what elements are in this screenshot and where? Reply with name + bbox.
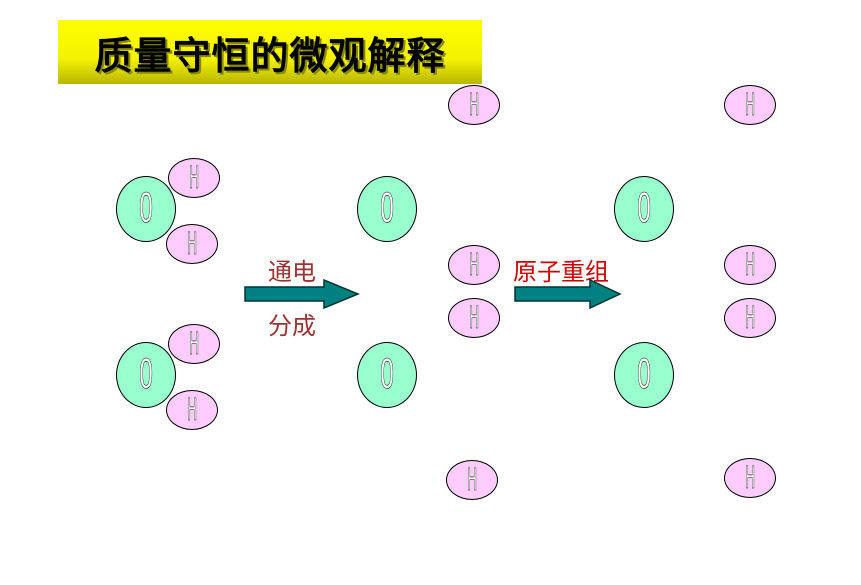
oxygen-atom: O [357,176,417,242]
step1-label-top: 通电 [268,258,316,286]
hydrogen-atom: H [166,224,218,264]
hydrogen-atom: H [448,298,500,338]
oxygen-atom: O [614,176,674,242]
title-banner: 质量守恒的微观解释 [58,20,482,84]
step1-label-bottom: 分成 [268,312,316,340]
oxygen-atom: O [614,342,674,408]
oxygen-atom: O [357,342,417,408]
page-title: 质量守恒的微观解释 [94,33,446,78]
hydrogen-atom: H [168,158,220,198]
hydrogen-atom: H [168,324,220,364]
hydrogen-atom: H [166,390,218,430]
hydrogen-atom: H [724,298,776,338]
oxygen-atom: O [116,176,176,242]
hydrogen-atom: H [724,245,776,285]
hydrogen-atom: H [448,245,500,285]
oxygen-atom: O [116,342,176,408]
hydrogen-atom: H [724,458,776,498]
hydrogen-atom: H [724,85,776,125]
hydrogen-atom: H [446,460,498,500]
arrow-right-icon [244,279,360,309]
hydrogen-atom: H [448,85,500,125]
arrow-right-icon [514,279,622,309]
